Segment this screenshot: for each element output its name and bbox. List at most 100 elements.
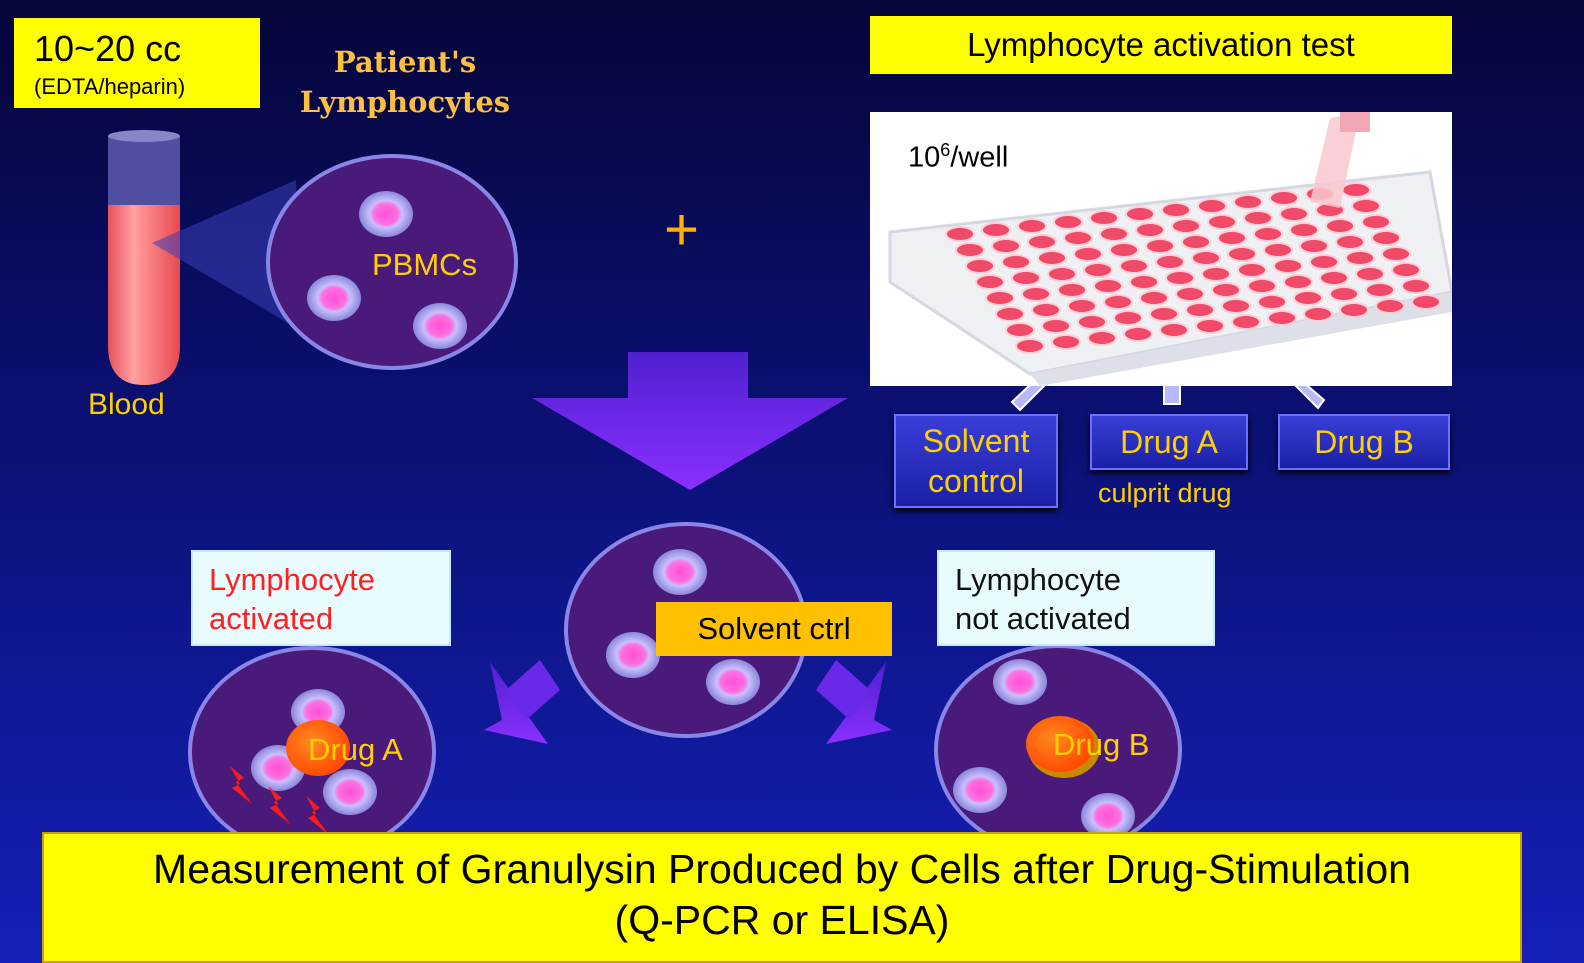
plate-well <box>1299 238 1329 254</box>
plate-well <box>1011 270 1041 286</box>
plate-well <box>975 274 1005 290</box>
not-activated-circle <box>934 644 1182 856</box>
activated-circle <box>188 646 436 858</box>
plate-well <box>1309 254 1339 270</box>
plate-well <box>1113 310 1143 326</box>
plate-well <box>1047 266 1077 282</box>
not-activated-line1: Lymphocyte <box>955 562 1121 597</box>
solvent-control-box: Solvent control <box>894 414 1058 508</box>
plate-well <box>1263 242 1293 258</box>
solvent-control-line2: control <box>927 463 1025 499</box>
plate-well <box>1381 246 1411 262</box>
plate-well <box>1217 230 1247 246</box>
plate-well <box>1247 278 1277 294</box>
plate-well <box>1293 290 1323 306</box>
activated-box: Lymphocyte activated <box>191 550 451 646</box>
plate-well <box>1253 226 1283 242</box>
plate-well <box>1037 250 1067 266</box>
big-down-arrow <box>532 352 848 490</box>
measurement-line1: Measurement of Granulysin Produced by Ce… <box>153 846 1411 892</box>
test-title: Lymphocyte activation test <box>870 16 1452 74</box>
drug-a-tag: Drug A <box>308 732 403 767</box>
plate-well <box>1221 298 1251 314</box>
activated-line1: Lymphocyte <box>209 562 375 597</box>
plate-well <box>1015 338 1045 354</box>
plate-well <box>1181 234 1211 250</box>
drug-b-box: Drug B <box>1278 414 1450 470</box>
plate-well <box>1211 282 1241 298</box>
plate-well <box>1355 266 1385 282</box>
plate-well <box>1001 254 1031 270</box>
plate-well <box>1279 206 1309 222</box>
plate-well <box>1057 282 1087 298</box>
plate-well <box>945 226 975 242</box>
sample-volume: 10~20 cc <box>34 28 182 69</box>
left-arrow-tail <box>506 660 560 720</box>
pbmc-circle <box>266 154 518 370</box>
plate-well <box>1243 210 1273 226</box>
plate-well <box>1145 238 1175 254</box>
plate-well <box>1303 306 1333 322</box>
plate-well <box>1135 222 1165 238</box>
plate-well <box>1227 246 1257 262</box>
plate-well <box>1129 274 1159 290</box>
plate-well <box>991 238 1021 254</box>
plate-well <box>1201 266 1231 282</box>
well-plate-image <box>888 112 1452 386</box>
patient-label-line2: Lymphocytes <box>299 85 511 119</box>
plate-well <box>1053 214 1083 230</box>
culprit-drug-label: culprit drug <box>1098 478 1232 508</box>
plate-well <box>1083 262 1113 278</box>
right-arrow-tail <box>816 660 870 720</box>
plate-well <box>1175 286 1205 302</box>
plate-well <box>1233 194 1263 210</box>
plate-well <box>1093 278 1123 294</box>
plate-well <box>1365 282 1395 298</box>
not-activated-line2: not activated <box>955 601 1131 636</box>
well-density-label: 106/well <box>908 140 1009 174</box>
plate-well <box>1087 330 1117 346</box>
plate-well <box>1103 294 1133 310</box>
plate-well <box>1123 326 1153 342</box>
plate-well <box>1273 258 1303 274</box>
plate-well <box>1371 230 1401 246</box>
plate-well <box>1335 234 1365 250</box>
plate-well <box>1289 222 1319 238</box>
plate-well <box>1027 234 1057 250</box>
plate-well <box>1155 254 1185 270</box>
plate-well <box>1119 258 1149 274</box>
well-plate-panel: 106/well <box>870 112 1452 386</box>
plus-sign: + <box>664 196 700 263</box>
not-activated-box: Lymphocyte not activated <box>937 550 1215 646</box>
plate-well <box>1191 250 1221 266</box>
plate-well <box>1031 302 1061 318</box>
plate-well <box>1139 290 1169 306</box>
pbmcs-label: PBMCs <box>372 247 478 282</box>
plate-well <box>985 290 1015 306</box>
measurement-box: Measurement of Granulysin Produced by Ce… <box>42 832 1522 963</box>
solvent-ctrl-box: Solvent ctrl <box>656 602 892 656</box>
blood-label: Blood <box>88 388 165 421</box>
blood-tube <box>108 130 180 385</box>
plate-well <box>1411 294 1441 310</box>
plate-well <box>1017 218 1047 234</box>
patient-lymphocytes-label: Patient's Lymphocytes <box>280 42 530 122</box>
plate-well <box>995 306 1025 322</box>
plate-well <box>1109 242 1139 258</box>
plate-well <box>1401 278 1431 294</box>
anticoagulant: (EDTA/heparin) <box>34 74 186 99</box>
plate-well <box>1197 198 1227 214</box>
plate-well <box>1375 298 1405 314</box>
plate-well <box>1339 302 1369 318</box>
plate-well <box>1073 246 1103 262</box>
plate-well <box>1361 214 1391 230</box>
plate-well <box>1329 286 1359 302</box>
plate-well <box>1005 322 1035 338</box>
plate-well <box>1099 226 1129 242</box>
plate-well <box>1041 318 1071 334</box>
plate-well <box>1325 218 1355 234</box>
plate-well <box>1171 218 1201 234</box>
plate-well <box>1149 306 1179 322</box>
plate-well <box>1125 206 1155 222</box>
plate-well <box>965 258 995 274</box>
